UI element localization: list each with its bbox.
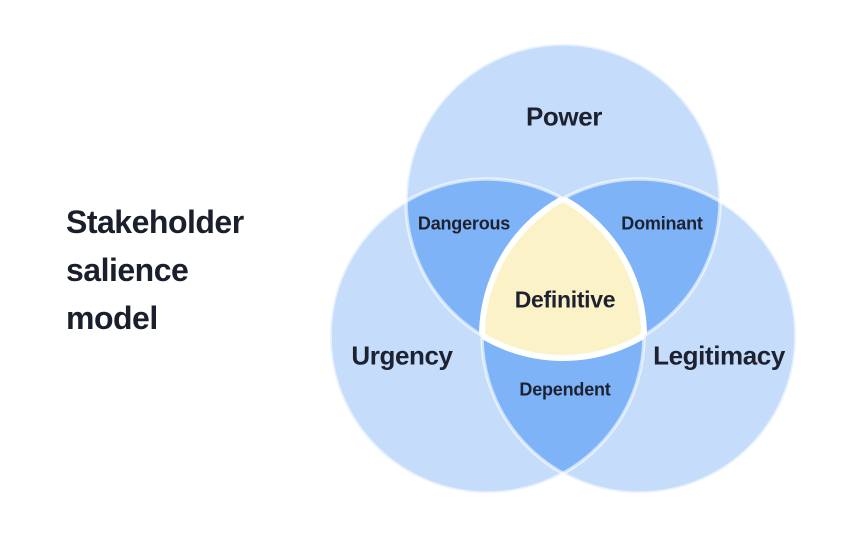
label-power: Power: [525, 101, 603, 132]
label-dominant: Dominant: [621, 213, 703, 234]
label-definitive: Definitive: [514, 286, 616, 313]
page-title-line: model: [66, 300, 158, 336]
page-title-line: Stakeholder: [66, 204, 244, 240]
label-dangerous: Dangerous: [417, 213, 511, 234]
label-legitimacy: Legitimacy: [653, 340, 785, 371]
label-urgency: Urgency: [351, 340, 453, 371]
page-title: Stakeholder salience model: [66, 198, 244, 342]
label-dependent: Dependent: [519, 379, 611, 400]
page-title-line: salience: [66, 252, 189, 288]
